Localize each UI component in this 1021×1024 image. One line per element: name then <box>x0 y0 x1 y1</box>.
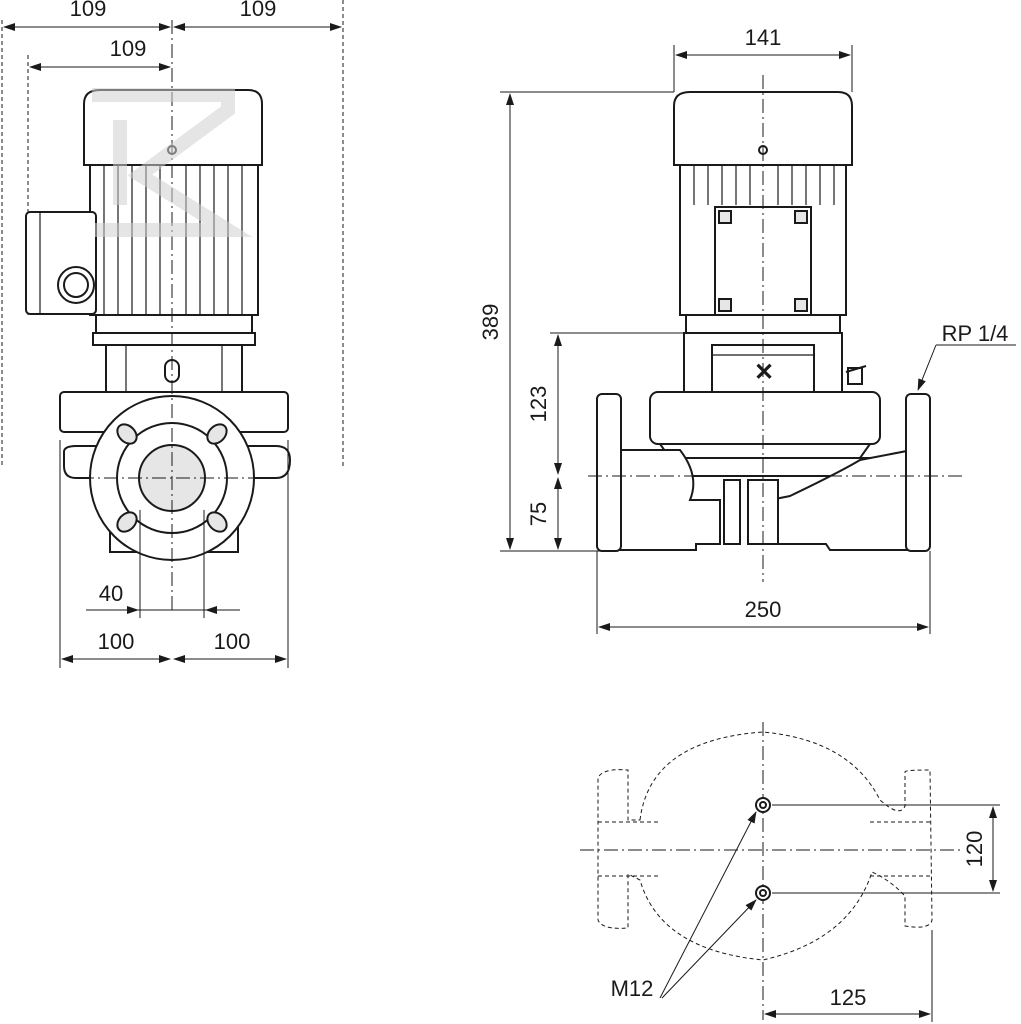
leader-bolt-bottom <box>661 899 757 999</box>
pump-casing-side <box>596 393 931 552</box>
bolt-label: M12 <box>611 976 654 1001</box>
pump-neck-front <box>105 344 243 394</box>
dim-label-flange-length: 250 <box>745 597 782 622</box>
port-label: RP 1/4 <box>942 321 1009 346</box>
dim-label-motor-half: 109 <box>110 36 147 61</box>
leader-port <box>917 344 937 391</box>
dim-label-lower-height: 75 <box>526 502 551 526</box>
flange-right <box>905 393 931 552</box>
dim-label-hole-offset: 125 <box>830 985 867 1010</box>
flange-bolt-holes <box>116 423 228 533</box>
side-view: ✕ <box>478 25 1016 634</box>
dim-label-flange-bolt: 40 <box>99 581 123 606</box>
pump-neck-side: ✕ <box>683 332 867 394</box>
dim-label-top-left: 109 <box>70 0 107 21</box>
dim-label-base-left: 100 <box>98 629 135 654</box>
leader-bolt-top <box>659 811 757 999</box>
pump-body-front <box>59 391 292 561</box>
dim-label-top-right: 109 <box>240 0 277 21</box>
dim-label-base-right: 100 <box>214 629 251 654</box>
watermark-logo <box>92 88 253 237</box>
front-view: 109 109 109 40 100 100 <box>1 0 344 668</box>
motor-front <box>25 89 263 346</box>
flange-left <box>596 393 622 552</box>
brand-mark-icon: ✕ <box>754 359 774 386</box>
base-view: 120 125 M12 <box>580 722 1000 1022</box>
dim-label-total-height: 389 <box>478 304 503 341</box>
dim-label-upper-height: 123 <box>526 386 551 423</box>
dim-label-motor-width: 141 <box>745 25 782 50</box>
dim-label-hole-spacing: 120 <box>962 831 987 868</box>
